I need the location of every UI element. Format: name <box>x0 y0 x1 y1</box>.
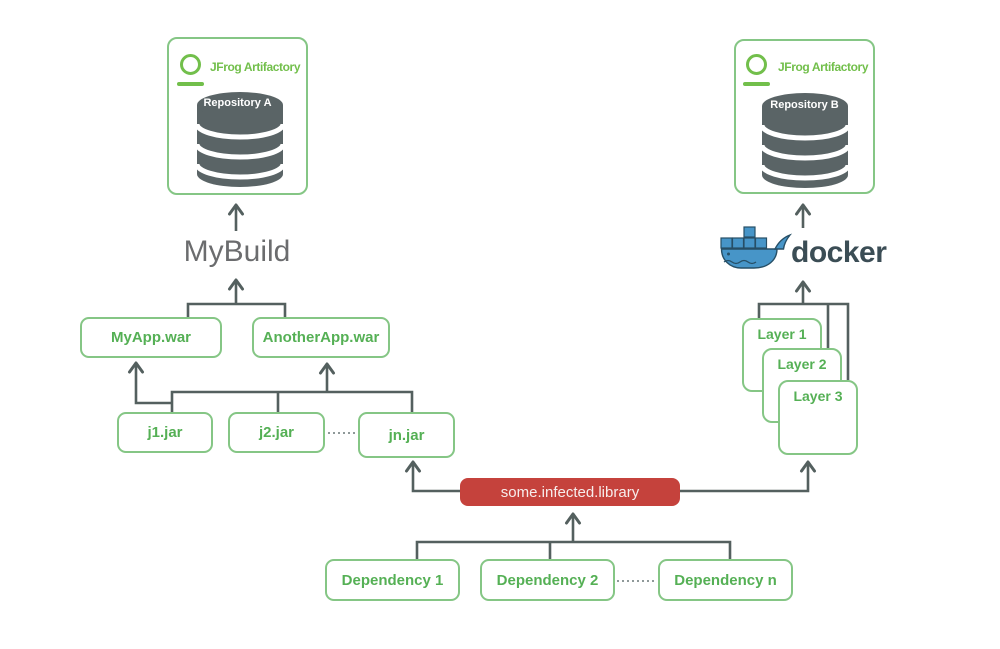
jfrog-logo-underline <box>743 82 770 86</box>
arrow-mybuild-to-repo-a <box>228 203 244 231</box>
jfrog-logo-icon <box>180 54 201 75</box>
j2-jar-box: j2.jar <box>228 412 325 453</box>
arrow-dependencies-to-infected <box>415 512 732 559</box>
infected-library-box: some.infected.library <box>460 478 680 506</box>
jfrog-logo-underline <box>177 82 204 86</box>
dependency-2-box: Dependency 2 <box>480 559 615 601</box>
jfrog-logo-icon <box>746 54 767 75</box>
repository-label: Repository B <box>770 99 839 111</box>
layer-3-box: Layer 3 <box>778 380 858 455</box>
arrow-infected-to-jn-jar <box>405 460 460 493</box>
mybuild-label: MyBuild <box>183 235 291 268</box>
dependency-1-box: Dependency 1 <box>325 559 460 601</box>
artifactory-box-a: JFrog Artifactory Repository A <box>167 37 308 195</box>
arrow-wars-to-mybuild <box>186 278 287 317</box>
myapp-war-box: MyApp.war <box>80 317 222 358</box>
arrow-infected-to-layer3 <box>680 460 816 493</box>
j1-jar-box: j1.jar <box>117 412 213 453</box>
arrow-layers-to-docker <box>757 280 850 380</box>
repository-b-db-icon <box>760 93 850 188</box>
arrow-jars-to-wars <box>128 361 414 412</box>
artifactory-box-b: JFrog Artifactory Repository B <box>734 39 875 194</box>
jfrog-brand-label: JFrog Artifactory <box>210 60 301 74</box>
jfrog-brand-label: JFrog Artifactory <box>778 60 869 74</box>
dependency-n-box: Dependency n <box>658 559 793 601</box>
arrow-docker-to-repo-b <box>795 203 811 228</box>
repository-label: Repository A <box>203 97 272 109</box>
docker-whale-icon <box>720 226 793 269</box>
repository-a-db-icon <box>195 92 285 187</box>
jn-jar-box: jn.jar <box>358 412 455 458</box>
docker-wordmark: docker <box>791 236 887 269</box>
anotherapp-war-box: AnotherApp.war <box>252 317 390 358</box>
